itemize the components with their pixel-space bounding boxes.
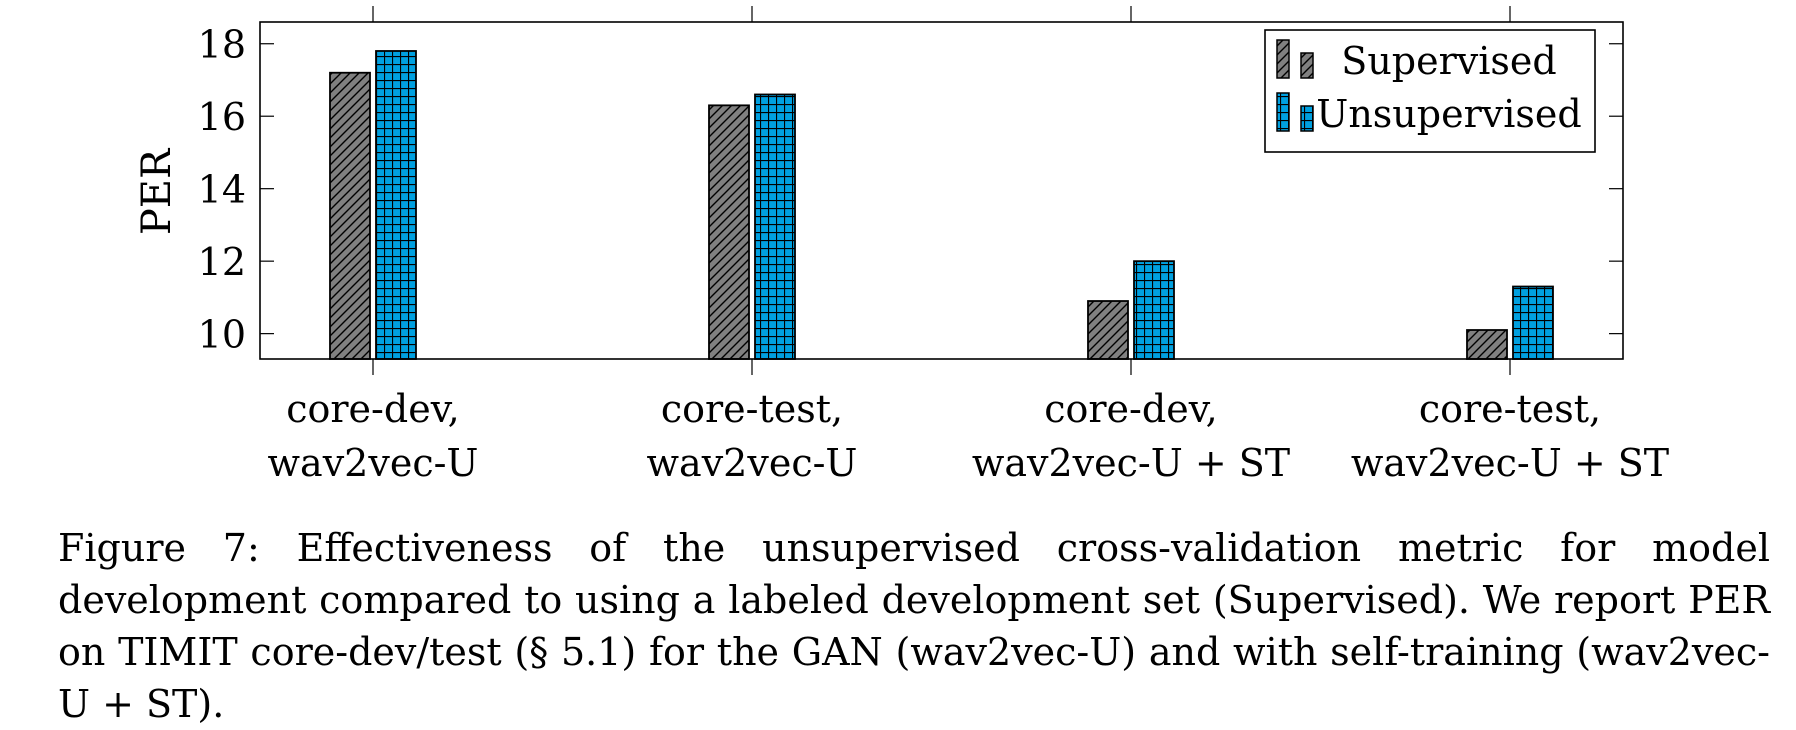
y-tick-label: 14 (198, 168, 246, 212)
legend-swatch (1276, 92, 1290, 132)
legend-label: Supervised (1341, 39, 1556, 83)
bar-chart: 10 12 14 16 18 core-dev, wav2vec-U core-test, w… (134, 6, 1670, 485)
bars (329, 50, 1554, 360)
legend-swatch (1300, 52, 1314, 79)
x-tick-label: core-test, (1419, 387, 1601, 431)
y-tick-label: 16 (198, 95, 246, 139)
x-tick-label: wav2vec-U + ST (972, 441, 1290, 485)
bar-unsupervised (754, 93, 796, 360)
y-tick-labels: 10 12 14 16 18 (198, 23, 246, 357)
bar-supervised (1466, 329, 1508, 360)
bar-supervised (1087, 300, 1129, 360)
legend-label: Unsupervised (1316, 92, 1581, 136)
y-tick-label: 18 (198, 23, 246, 67)
x-tick-label: core-dev, (1044, 387, 1218, 431)
legend-box (1264, 29, 1596, 153)
x-tick-label: core-test, (661, 387, 843, 431)
x-tick-labels: core-dev, wav2vec-U core-test, wav2vec-U cor… (268, 387, 1670, 485)
x-tick-label: wav2vec-U (647, 441, 858, 485)
bar-supervised (329, 71, 371, 360)
bar-unsupervised (375, 50, 417, 360)
x-tick-label: core-dev, (286, 387, 460, 431)
axis-ticks (260, 6, 1623, 375)
bar-unsupervised (1133, 260, 1175, 360)
legend-swatch (1276, 39, 1290, 79)
x-tick-label: wav2vec-U (268, 441, 479, 485)
y-tick-label: 12 (198, 240, 246, 284)
figure-caption: Figure 7: Effectiveness of the unsupervi… (58, 526, 1770, 726)
bar-supervised (708, 104, 750, 360)
legend-swatch (1300, 105, 1314, 132)
x-tick-label: wav2vec-U + ST (1351, 441, 1669, 485)
y-axis-label: PER (134, 147, 180, 235)
plot-frame (259, 21, 1624, 360)
y-tick-label: 10 (198, 313, 246, 357)
bar-unsupervised (1512, 285, 1554, 360)
